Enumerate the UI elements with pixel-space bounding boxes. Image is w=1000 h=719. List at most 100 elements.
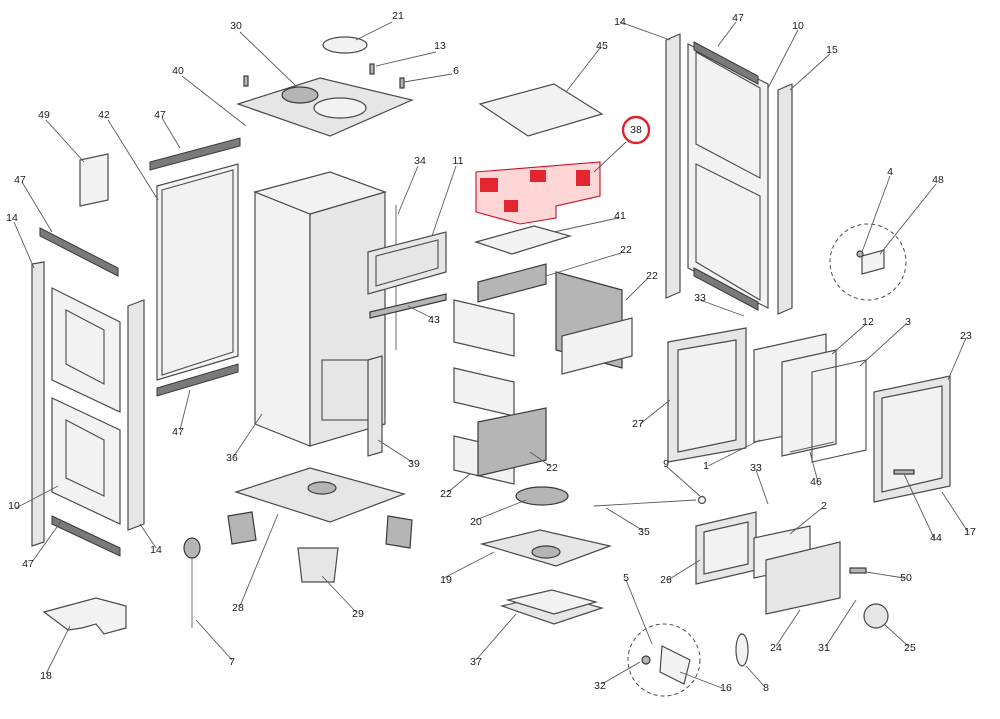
part-38-highlight-ring xyxy=(621,115,651,145)
label-14-left: 14 xyxy=(6,212,18,224)
part-10-right-upper-frame xyxy=(695,51,761,179)
leader-22-a xyxy=(545,251,625,277)
label-14-right: 14 xyxy=(614,16,626,28)
part-38-liner-fill-c xyxy=(576,170,590,186)
leader-10-left xyxy=(15,485,59,509)
part-40-bolt xyxy=(243,75,249,87)
label-43: 43 xyxy=(428,314,440,326)
leader-21 xyxy=(355,21,393,41)
leader-17 xyxy=(941,491,969,533)
part-22-liner-front-1 xyxy=(453,299,515,357)
part-14-second-column xyxy=(127,299,145,531)
label-39: 39 xyxy=(408,458,420,470)
label-33-lower: 33 xyxy=(750,462,762,474)
part-47-grille-right-bottom xyxy=(693,267,759,311)
part-41-plate xyxy=(473,225,573,255)
label-35: 35 xyxy=(638,526,650,538)
part-15-right-column xyxy=(777,83,793,315)
part-38-liner-fill-b xyxy=(530,170,546,182)
leader-43 xyxy=(407,305,433,319)
label-19: 19 xyxy=(440,574,452,586)
part-12-glass xyxy=(781,349,837,457)
label-27: 27 xyxy=(632,418,644,430)
leader-47-mid xyxy=(179,389,191,431)
leader-33-top xyxy=(699,299,745,317)
label-47-mid: 47 xyxy=(172,426,184,438)
label-47-right: 47 xyxy=(732,12,744,24)
label-49: 49 xyxy=(38,109,50,121)
leader-6 xyxy=(403,73,453,83)
label-24: 24 xyxy=(770,642,782,654)
leader-16 xyxy=(679,671,723,689)
leader-41 xyxy=(553,217,619,233)
part-49-sheet xyxy=(79,153,109,207)
label-38: 38 xyxy=(630,124,642,136)
part-13-bolt xyxy=(369,63,375,75)
label-29: 29 xyxy=(352,608,364,620)
part-47-grille-mid xyxy=(156,363,239,397)
part-45-baffle-plate xyxy=(478,83,604,137)
part-47-grille-bottom xyxy=(51,515,121,557)
part-30-outlet-collar xyxy=(313,97,367,119)
part-38-liner-fill-d xyxy=(504,200,518,212)
part-37-ash-pan-rim xyxy=(505,589,599,615)
part-10-upper-frame xyxy=(65,309,105,385)
part-28-foot-right xyxy=(385,515,413,549)
part-35-rod xyxy=(593,499,697,507)
leader-38 xyxy=(593,141,627,173)
part-47-grille-right-top xyxy=(693,41,759,85)
label-46: 46 xyxy=(810,476,822,488)
part-22-liner-lower xyxy=(477,407,547,477)
leader-1 xyxy=(707,439,761,467)
label-15: 15 xyxy=(826,44,838,56)
label-2: 2 xyxy=(821,500,827,512)
leader-29 xyxy=(321,575,357,613)
part-4-screw xyxy=(856,250,864,258)
label-12: 12 xyxy=(862,316,874,328)
part-10-lower-frame xyxy=(65,419,105,497)
label-10-left: 10 xyxy=(8,500,20,512)
label-1: 1 xyxy=(703,460,709,472)
part-38-liner-fill-a xyxy=(480,178,498,192)
part-10-upper-panel xyxy=(51,287,121,413)
part-28-base-hub xyxy=(307,481,337,495)
leader-25 xyxy=(883,623,909,647)
leader-14-second xyxy=(139,523,157,549)
leader-9 xyxy=(665,465,701,497)
leader-5 xyxy=(625,579,653,645)
part-50-spring xyxy=(849,567,867,574)
leader-14-right xyxy=(619,21,671,41)
label-47-top: 47 xyxy=(154,109,166,121)
label-13: 13 xyxy=(434,40,446,52)
label-33-top: 33 xyxy=(694,292,706,304)
leader-22-b xyxy=(625,277,649,301)
part-46-seal xyxy=(789,441,835,453)
part-22-liner-front-2 xyxy=(453,367,515,417)
leader-40 xyxy=(181,75,247,127)
label-44: 44 xyxy=(930,532,942,544)
part-11-frame-inner xyxy=(375,239,439,287)
leader-36 xyxy=(233,413,263,457)
part-14-left-column xyxy=(31,261,45,547)
leader-27 xyxy=(639,399,671,425)
label-34: 34 xyxy=(414,155,426,167)
label-20: 20 xyxy=(470,516,482,528)
part-18-floor-plate xyxy=(42,597,127,635)
leader-11 xyxy=(431,165,457,237)
part-10-lower-panel xyxy=(51,397,121,525)
label-8: 8 xyxy=(763,682,769,694)
leader-49 xyxy=(45,119,85,163)
part-9-knob xyxy=(697,495,707,505)
label-3: 3 xyxy=(905,316,911,328)
label-26: 26 xyxy=(660,574,672,586)
leader-35 xyxy=(605,507,643,531)
leader-22-c xyxy=(529,451,551,467)
part-7-spring xyxy=(183,537,201,559)
label-47-bottom: 47 xyxy=(22,558,34,570)
label-37: 37 xyxy=(470,656,482,668)
leader-47-top xyxy=(161,117,181,149)
label-22-a: 22 xyxy=(620,244,632,256)
leader-47-left xyxy=(21,181,53,233)
label-11: 11 xyxy=(453,155,464,167)
